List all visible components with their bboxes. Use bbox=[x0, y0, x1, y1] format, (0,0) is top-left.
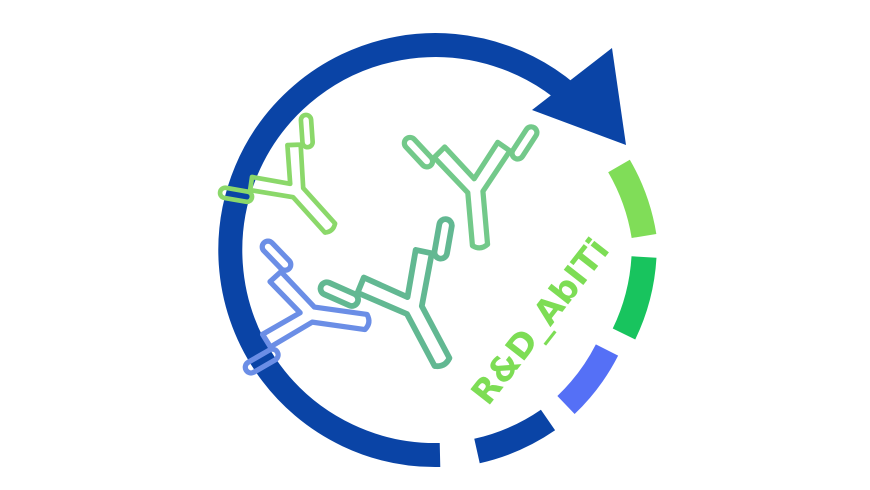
segment-green bbox=[612, 256, 657, 340]
segment-blue bbox=[557, 344, 619, 415]
circular-arrow-icon bbox=[218, 33, 626, 468]
antibody-icon bbox=[242, 238, 378, 391]
segment-dark-blue bbox=[474, 409, 556, 464]
progress-segments bbox=[474, 159, 657, 464]
segment-light-green bbox=[608, 159, 657, 239]
antibody-icon bbox=[401, 124, 548, 254]
